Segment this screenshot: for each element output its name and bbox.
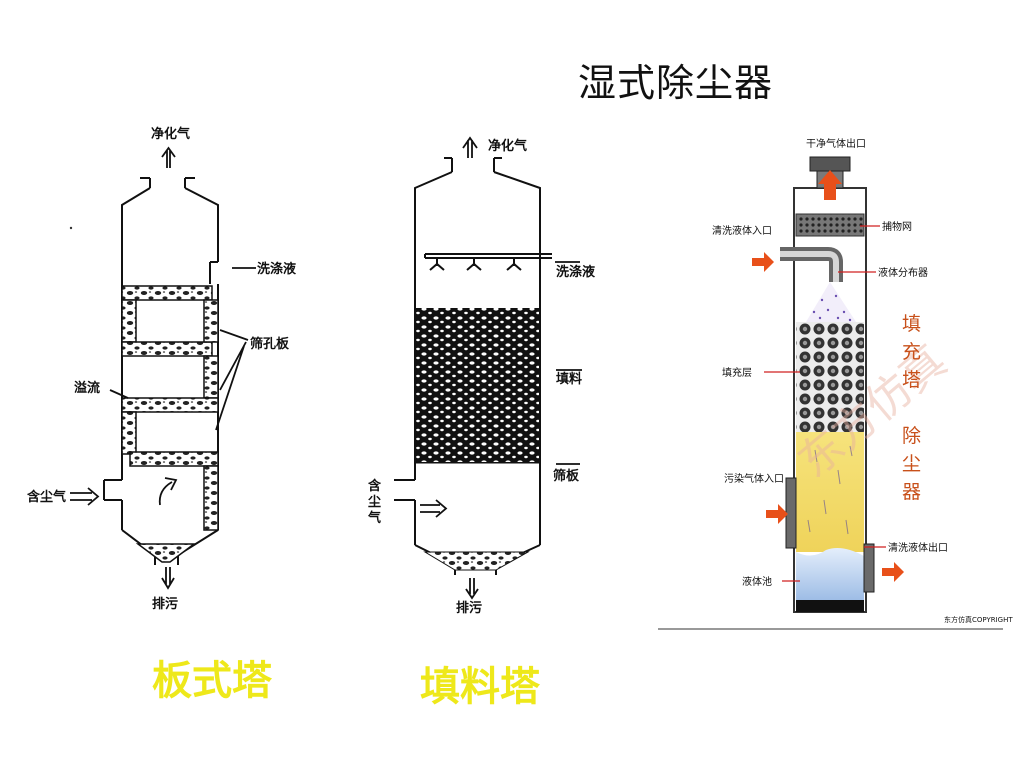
plate-discharge-label: 排污 [152,596,178,612]
packing-layer-label: 填充层 [722,366,752,379]
plate-tower-caption: 板式塔 [152,658,272,704]
packed-dust-gas-label-1: 含 [367,478,382,494]
packed-tower-labels: 净化气 洗涤液 填料 筛板 含 尘 气 排污 [367,138,595,616]
vertical-label-5: 尘 [902,453,921,475]
scrubber-diagram: 东方仿真 [658,156,1003,630]
plate-dust-gas-label: 含尘气 [26,489,66,505]
plate-sieve-plate-label: 筛孔板 [250,336,290,352]
packed-bed [416,308,539,571]
slide-title: 湿式除尘器 [578,61,774,105]
packed-packing-label: 填料 [556,371,582,387]
wash-outlet-label: 清洗液体出口 [888,541,948,554]
vertical-label-3: 塔 [902,369,921,391]
pool-label: 液体池 [742,575,772,588]
scrubber-labels: 干净气体出口 清洗液体入口 捕物网 液体分布器 填充层 污染气体入口 清洗液体出… [712,137,1013,624]
packed-tower-arrows [420,136,582,600]
packed-sieve-plate-label: 筛板 [553,468,580,484]
copyright-label: 东方仿真COPYRIGHT [944,615,1013,624]
plate-tower-arrows [70,146,256,590]
stray-dot [69,226,73,230]
dirty-gas-inlet-label: 污染气体入口 [724,472,784,485]
vertical-label-4: 除 [902,425,921,447]
packed-clean-gas-label: 净化气 [488,138,527,154]
mist-catcher-label: 捕物网 [882,220,912,233]
sieve-plates [121,285,219,563]
packed-tower-caption: 填料塔 [420,664,540,710]
packed-wash-liquid-label: 洗涤液 [556,264,595,280]
vertical-label-1: 填 [902,313,921,335]
plate-clean-gas-label: 净化气 [151,126,190,142]
dry-gas-outlet-label: 干净气体出口 [806,137,866,150]
plate-tower-diagram [103,177,219,565]
packed-discharge-label: 排污 [456,600,482,616]
plate-overflow-label: 溢流 [74,380,100,396]
packed-dust-gas-label-2: 尘 [368,494,381,510]
vertical-label-2: 充 [902,341,921,363]
plate-wash-liquid-label: 洗涤液 [257,261,296,277]
distributor-label: 液体分布器 [878,266,928,279]
wash-inlet-label: 清洗液体入口 [712,224,772,237]
plate-tower-labels: 净化气 洗涤液 筛孔板 溢流 含尘气 排污 [26,126,296,612]
packed-dust-gas-label-3: 气 [368,510,381,526]
vertical-label-6: 器 [902,481,921,503]
